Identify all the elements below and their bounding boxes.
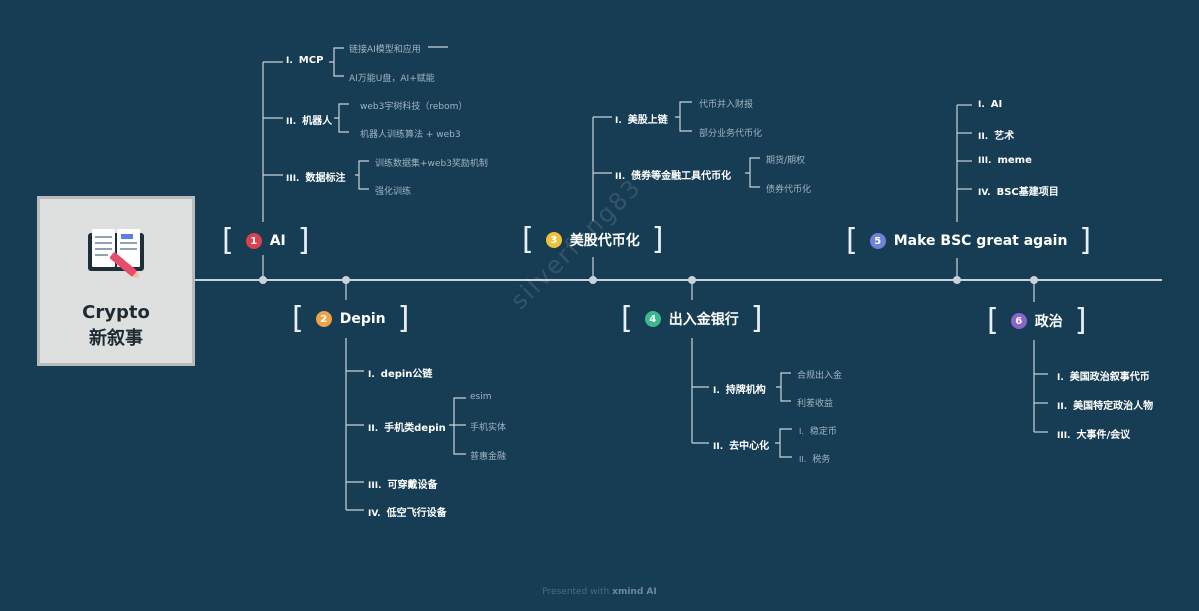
leaf[interactable]: 利差收益 bbox=[797, 399, 834, 409]
bracket-left: [ bbox=[522, 222, 534, 257]
footer: Presented with xmind AI bbox=[542, 587, 657, 597]
bracket-right: ] bbox=[1079, 223, 1092, 258]
subtopic-mcp[interactable]: I.MCP bbox=[286, 55, 324, 66]
subtopic[interactable]: II.手机类depin bbox=[368, 423, 446, 434]
number-badge: 3 bbox=[545, 232, 562, 248]
topic-ai[interactable]: [ 1 AI ] bbox=[222, 223, 309, 259]
bracket-right: ] bbox=[297, 223, 310, 258]
leaf[interactable]: II.税务 bbox=[799, 455, 831, 465]
number-badge: 2 bbox=[315, 311, 332, 327]
bracket-right: ] bbox=[651, 222, 664, 257]
root-title-line1: Crypto bbox=[82, 302, 150, 323]
subtopic[interactable]: I.持牌机构 bbox=[713, 385, 766, 396]
leaf[interactable]: 链接AI模型和应用 bbox=[349, 45, 421, 55]
subtopic[interactable]: I.depin公链 bbox=[368, 369, 433, 380]
topic-label: 美股代币化 bbox=[569, 233, 640, 249]
topic-depin[interactable]: [ 2 Depin ] bbox=[292, 301, 409, 337]
subtopic[interactable]: I.美股上链 bbox=[615, 115, 668, 126]
topic-label: Depin bbox=[339, 311, 386, 327]
bracket-left: [ bbox=[987, 303, 999, 338]
topic-label: 政治 bbox=[1034, 314, 1063, 330]
subtopic-robot[interactable]: II.机器人 bbox=[286, 116, 333, 127]
bracket-left: [ bbox=[846, 223, 858, 258]
leaf[interactable]: I.稳定币 bbox=[799, 427, 837, 437]
number-badge: 5 bbox=[869, 233, 886, 249]
topic-onramp-bank[interactable]: [ 4 出入金银行 ] bbox=[621, 301, 762, 337]
number-badge: 4 bbox=[644, 311, 661, 327]
number-badge: 6 bbox=[1010, 313, 1027, 329]
leaf[interactable]: esim bbox=[470, 392, 492, 402]
subtopic[interactable]: II.艺术 bbox=[978, 131, 1015, 142]
subtopic[interactable]: IV.低空飞行设备 bbox=[368, 508, 447, 519]
leaf[interactable]: 普惠金融 bbox=[470, 452, 507, 462]
subtopic[interactable]: III.meme bbox=[978, 155, 1032, 166]
leaf[interactable]: 手机实体 bbox=[470, 423, 507, 433]
topic-us-stock-tokenization[interactable]: [ 3 美股代币化 ] bbox=[522, 222, 663, 258]
subtopic[interactable]: I.AI bbox=[978, 99, 1003, 110]
bracket-left: [ bbox=[222, 223, 234, 258]
topic-label: 出入金银行 bbox=[668, 312, 739, 328]
leaf[interactable]: 部分业务代币化 bbox=[699, 129, 763, 139]
bracket-right: ] bbox=[397, 301, 410, 336]
leaf[interactable]: 合规出入金 bbox=[797, 371, 843, 381]
book-pencil-icon bbox=[88, 229, 144, 278]
root-topic[interactable]: Crypto 新叙事 bbox=[37, 196, 195, 366]
leaf[interactable]: 强化训练 bbox=[375, 187, 412, 197]
leaf[interactable]: AI万能U盘，AI+赋能 bbox=[349, 74, 435, 84]
number-badge: 1 bbox=[245, 233, 262, 249]
subtopic[interactable]: II.美国特定政治人物 bbox=[1057, 401, 1154, 412]
subtopic[interactable]: IV.BSC基建项目 bbox=[978, 187, 1059, 198]
root-title-line2: 新叙事 bbox=[89, 328, 143, 349]
subtopic[interactable]: II.去中心化 bbox=[713, 441, 770, 452]
subtopic[interactable]: II.债券等金融工具代币化 bbox=[615, 171, 732, 182]
subtopic[interactable]: III.大事件/会议 bbox=[1057, 430, 1131, 441]
leaf[interactable]: 债券代币化 bbox=[766, 185, 812, 195]
subtopic-data-labeling[interactable]: III.数据标注 bbox=[286, 173, 346, 184]
topic-label: Make BSC great again bbox=[893, 233, 1068, 249]
topic-make-bsc-great-again[interactable]: [ 5 Make BSC great again ] bbox=[846, 223, 1091, 259]
leaf[interactable]: 期货/期权 bbox=[766, 156, 806, 166]
leaf[interactable]: 训练数据集+web3奖励机制 bbox=[375, 159, 488, 169]
topic-politics[interactable]: [ 6 政治 ] bbox=[987, 303, 1086, 339]
topic-label: AI bbox=[269, 233, 286, 249]
subtopic[interactable]: I.美国政治叙事代币 bbox=[1057, 372, 1150, 383]
leaf[interactable]: 机器人训练算法 + web3 bbox=[360, 130, 461, 140]
subtopic[interactable]: III.可穿戴设备 bbox=[368, 480, 438, 491]
leaf[interactable]: web3宇树科技（rebom） bbox=[360, 102, 468, 112]
bracket-left: [ bbox=[292, 301, 304, 336]
bracket-right: ] bbox=[750, 301, 763, 336]
leaf[interactable]: 代币并入财报 bbox=[699, 100, 754, 110]
bracket-right: ] bbox=[1074, 303, 1087, 338]
bracket-left: [ bbox=[621, 301, 633, 336]
